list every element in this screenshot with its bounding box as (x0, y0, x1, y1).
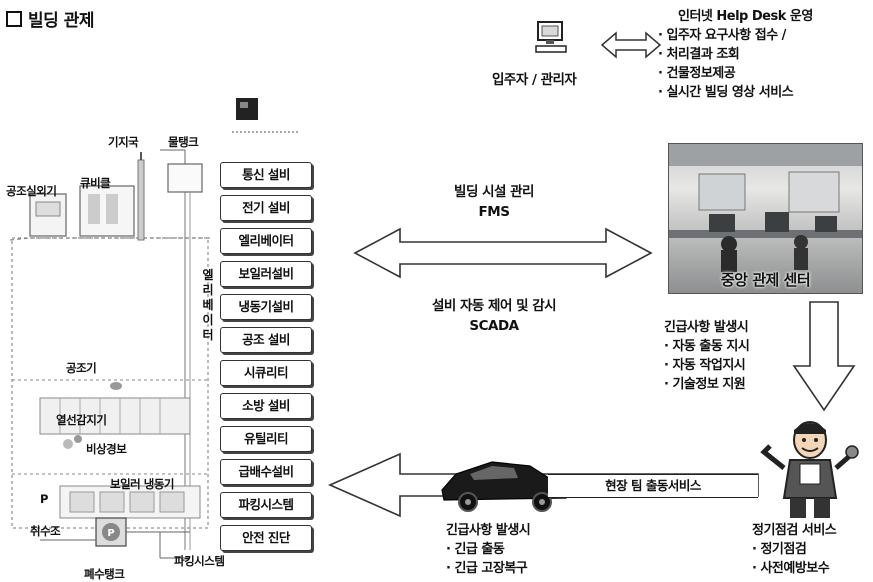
emergency-repair-item: 긴급 고장복구 (446, 559, 530, 578)
parking-system-label: 파킹시스템 (174, 554, 225, 568)
checkbox-bullet-icon (6, 11, 22, 27)
computer-icon (535, 21, 567, 53)
pump-label: P (40, 492, 48, 506)
heat-detector-label: 열선감지기 (56, 413, 107, 427)
emergency-dispatch-item: 자동 출동 지시 (664, 337, 749, 356)
system-item[interactable]: 보일러설비 (220, 261, 312, 287)
emergency-repair-list: 긴급 출동 긴급 고장복구 (446, 540, 530, 578)
base-station-label: 기지국 (108, 135, 139, 149)
cooling-tower-label: 공조실외기 (6, 184, 57, 198)
fms-title: 빌딩 시설 관리 (454, 184, 534, 200)
control-center-caption: 중앙 관제 센터 (720, 271, 811, 289)
maintenance-block: 정기점검 서비스 정기점검 사전예방보수 (752, 521, 837, 578)
system-item[interactable]: 급배수설비 (220, 459, 312, 485)
emergency-dispatch-block: 긴급사항 발생시 자동 출동 지시 자동 작업지시 기술정보 지원 (664, 318, 750, 394)
page-title: 빌딩 관제 (6, 6, 94, 31)
maintenance-heading: 정기점검 서비스 (752, 523, 837, 538)
emergency-dispatch-item: 기술정보 지원 (664, 375, 749, 394)
water-tank-icon (167, 163, 203, 193)
helpdesk-item: 실시간 빌딩 영상 서비스 (658, 83, 873, 102)
helpdesk-item: 처리결과 조회 (658, 45, 873, 64)
emergency-dispatch-list: 자동 출동 지시 자동 작업지시 기술정보 지원 (664, 337, 749, 394)
helpdesk-block: 인터넷 Help Desk 운영 입주자 요구사항 접수 / 처리결과 조회 건… (666, 8, 873, 102)
fms-label: FMS (478, 204, 510, 220)
boiler-chiller-label: 보일러 냉동기 (110, 477, 174, 491)
drain-tank-label: 폐수탱크 (84, 567, 125, 581)
intake-label: 취수조 (30, 524, 61, 538)
emergency-repair-heading: 긴급사항 발생시 (446, 523, 531, 538)
helpdesk-heading: 인터넷 Help Desk 운영 (678, 9, 813, 24)
emergency-dispatch-item: 자동 작업지시 (664, 356, 749, 375)
water-tank-label: 물탱크 (168, 135, 199, 149)
helpdesk-list: 입주자 요구사항 접수 / 처리결과 조회 건물정보제공 실시간 빌딩 영상 서… (658, 26, 873, 102)
emergency-alarm-icon (74, 435, 82, 443)
cubicle-label: 큐비클 (80, 176, 111, 190)
repairman-icon (760, 421, 859, 518)
base-station-mast-icon (137, 159, 145, 241)
emergency-dispatch-heading: 긴급사항 발생시 (664, 320, 749, 335)
helpdesk-item: 건물정보제공 (658, 64, 873, 83)
system-item[interactable]: 유틸리티 (220, 426, 312, 452)
down-arrow (792, 301, 856, 412)
emergency-alarm-label: 비상경보 (86, 442, 127, 456)
double-arrow-small (600, 31, 662, 59)
helpdesk-item: 입주자 요구사항 접수 / (658, 26, 873, 45)
emergency-repair-item: 긴급 출동 (446, 540, 530, 559)
control-room-illustration (669, 144, 862, 272)
system-item[interactable]: 냉동기설비 (220, 294, 312, 320)
system-item[interactable]: 엘리베이터 (220, 228, 312, 254)
air-handler-label: 공조기 (66, 361, 97, 375)
field-service-label: 현장 팀 출동서비스 (548, 474, 758, 498)
elevator-vertical-label: 엘 리 베 이 터 (202, 268, 214, 342)
scada-title: 설비 자동 제어 및 감시 (431, 298, 557, 314)
system-item[interactable]: 안전 진단 (220, 525, 312, 551)
scada-label: SCADA (469, 318, 519, 334)
system-item[interactable]: 파킹시스템 (220, 492, 312, 518)
svg-text:P: P (107, 528, 114, 539)
maintenance-list: 정기점검 사전예방보수 (752, 540, 836, 578)
air-handler-icon (39, 397, 191, 435)
control-center-photo: 중앙 관제 센터 (668, 143, 863, 294)
user-label: 입주자 / 관리자 (492, 72, 577, 88)
system-item[interactable]: 공조 설비 (220, 327, 312, 353)
system-item[interactable]: 시큐리티 (220, 360, 312, 386)
system-item[interactable]: 소방 설비 (220, 393, 312, 419)
building-schematic: P (9, 98, 300, 559)
maintenance-item: 사전예방보수 (752, 559, 836, 578)
double-arrow-large (353, 227, 653, 279)
rooftop-equipment-icon (236, 98, 258, 120)
system-item[interactable]: 전기 설비 (220, 195, 312, 221)
maintenance-item: 정기점검 (752, 540, 836, 559)
emergency-repair-block: 긴급사항 발생시 긴급 출동 긴급 고장복구 (446, 521, 531, 578)
system-item[interactable]: 통신 설비 (220, 162, 312, 188)
